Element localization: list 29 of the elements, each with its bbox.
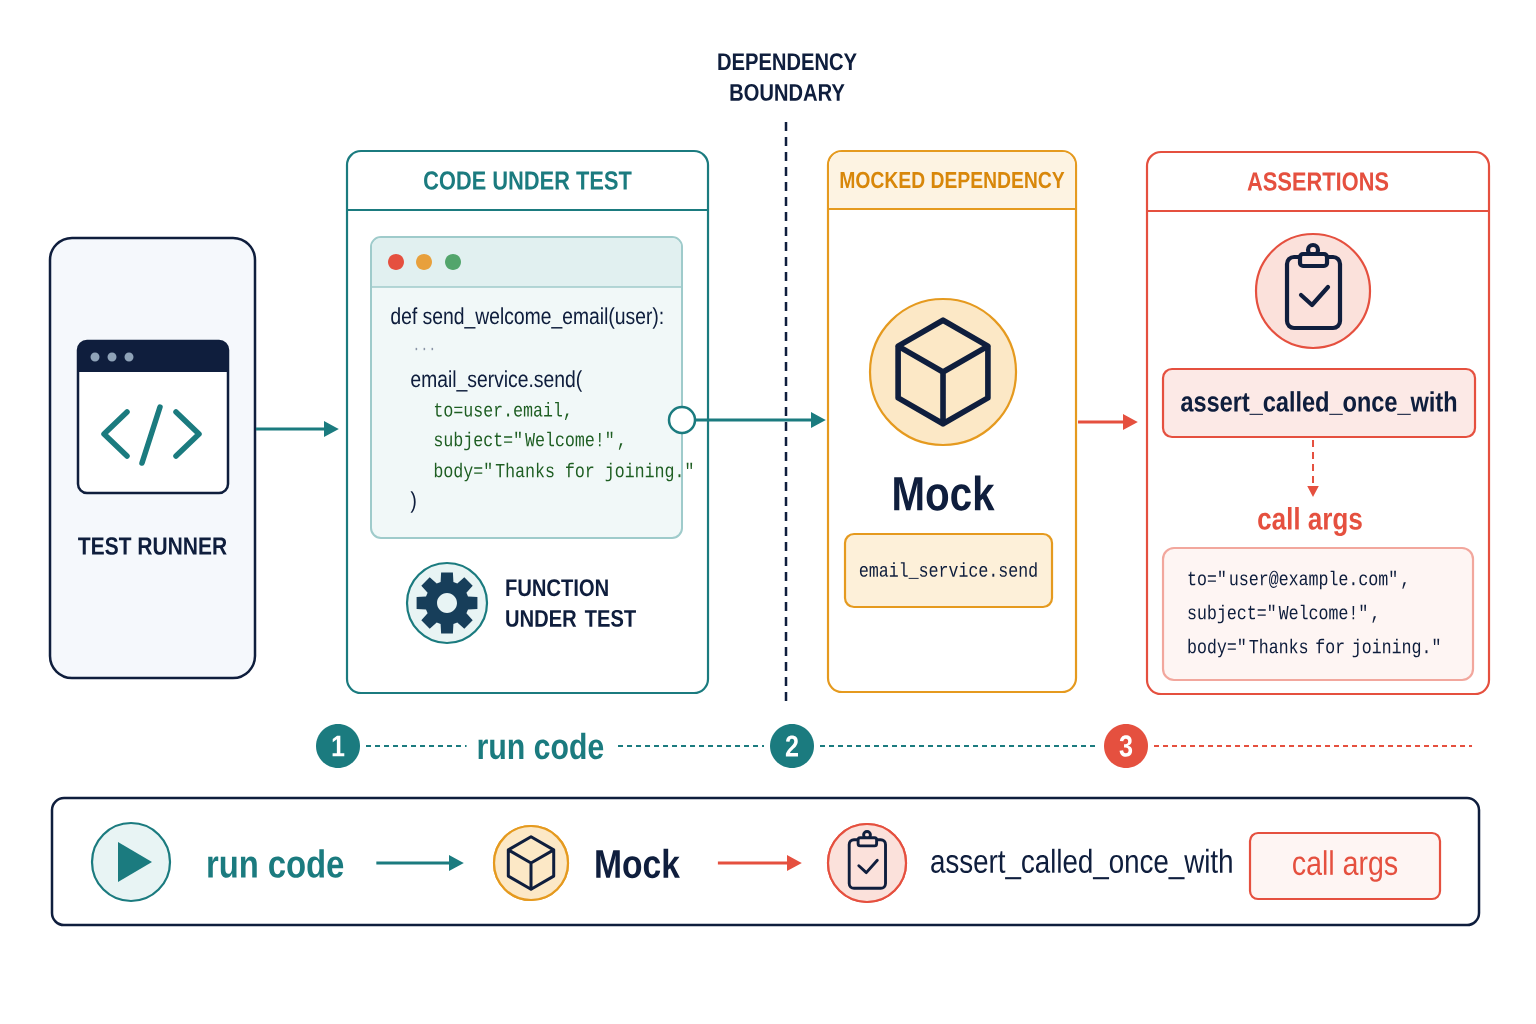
code-line: def send_welcome_email(user): bbox=[391, 307, 663, 329]
text-label: FUNCTION UNDER TEST bbox=[506, 579, 636, 627]
code-line: subject="Welcome!", bbox=[434, 431, 623, 451]
panel-label: TEST RUNNER bbox=[78, 537, 227, 555]
step-badge: 3 bbox=[1104, 724, 1148, 768]
code-box: email_service.send bbox=[843, 532, 1054, 609]
clipboard-check-icon bbox=[826, 822, 908, 904]
dashed-line bbox=[1153, 745, 1473, 747]
text-label: Mock bbox=[596, 848, 680, 879]
code-line: ) bbox=[410, 491, 416, 513]
outlined-label: call args bbox=[1248, 831, 1442, 901]
code-line: to=user.email, bbox=[434, 402, 569, 421]
code-line: ... bbox=[415, 347, 434, 351]
cube-icon bbox=[492, 824, 570, 902]
big-label: Mock bbox=[894, 475, 995, 511]
boundary-label: DEPENDENCY BOUNDARY bbox=[718, 53, 857, 101]
text-label: assert_called_once_with bbox=[931, 848, 1232, 880]
panel-title: ASSERTIONS bbox=[1247, 172, 1389, 191]
code-box: to="user@example.com", subject="Welcome!", body="Thanks for joining." bbox=[1161, 546, 1475, 682]
step-badge: 2 bbox=[770, 724, 814, 768]
code-line: body="Thanks for joining." bbox=[434, 462, 693, 482]
code-line: email_service.send( bbox=[411, 370, 583, 392]
step-badge: 1 bbox=[316, 724, 360, 768]
panel-title: CODE UNDER TEST bbox=[424, 171, 632, 190]
panel-title: MOCKED DEPENDENCY bbox=[840, 171, 1065, 189]
text-label: run code bbox=[208, 849, 344, 878]
code-box: assert_called_once_with bbox=[1161, 367, 1477, 439]
text-label: call args bbox=[1258, 507, 1362, 536]
edge-label: run code bbox=[466, 722, 615, 770]
